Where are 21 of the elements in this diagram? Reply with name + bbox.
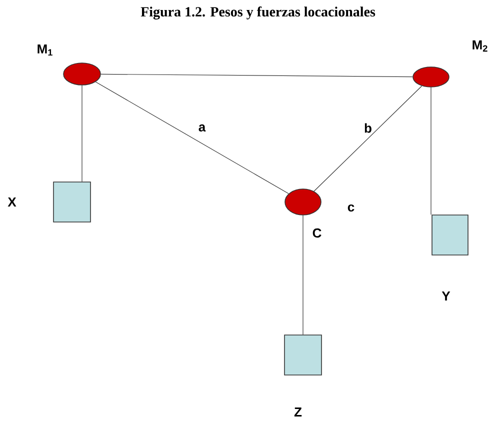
connector-line bbox=[314, 86, 422, 192]
node-label: Y bbox=[442, 292, 450, 300]
connector-line bbox=[100, 74, 413, 78]
weight-box bbox=[432, 214, 468, 256]
weight-box bbox=[53, 182, 91, 222]
node-label: M$_{1}$ bbox=[38, 44, 52, 56]
ellipse bbox=[284, 188, 322, 216]
ellipse bbox=[63, 62, 101, 86]
node-label: M$_{2}$ bbox=[472, 40, 488, 52]
figure-title: Figura 1.2. Pesos y fuerzas locacionales bbox=[140, 6, 376, 20]
edge-label: b bbox=[364, 123, 372, 133]
connector-line bbox=[95, 82, 289, 194]
edge-label: a bbox=[198, 124, 206, 132]
node-label: X bbox=[8, 198, 16, 206]
ellipse bbox=[412, 66, 450, 88]
connector-line bbox=[430, 87, 432, 215]
connector-line bbox=[302, 215, 304, 335]
node-label: C bbox=[312, 228, 322, 238]
node-label: Z bbox=[294, 408, 302, 416]
node-label: c bbox=[348, 204, 354, 212]
weight-box bbox=[284, 334, 322, 376]
